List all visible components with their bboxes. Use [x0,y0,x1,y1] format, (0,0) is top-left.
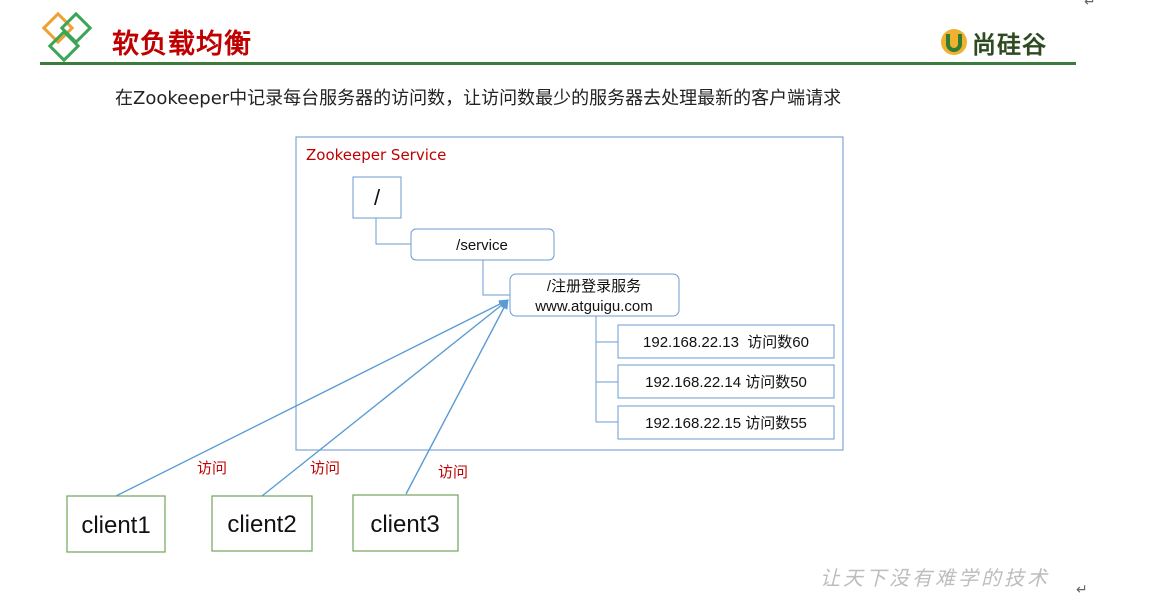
zookeeper-service-container [295,136,844,451]
register-node-line1: /注册登录服务 [547,278,641,295]
client-node [211,495,313,552]
service-node [410,228,555,261]
brand-logo: 尚硅谷 [940,24,1047,60]
brand-name: 尚硅谷 [972,30,1047,59]
client-node [352,494,459,552]
root-node [352,176,402,219]
logo-icon [41,12,93,63]
client-node-label: client2 [227,511,296,538]
server-node [617,324,835,359]
server-node-label: 192.168.22.13 访问数60 [643,334,809,351]
return-mark-top: ↵ [1084,0,1096,10]
client1-edge-label: 访问 [197,459,227,477]
watermark-text: 让天下没有难学的技术 [820,566,1050,590]
tree-connectors [375,218,618,423]
server-node [617,364,835,399]
brand-u-icon [941,29,967,55]
server-node-label: 192.168.22.15 访问数55 [645,415,807,432]
client-arrows [115,299,509,497]
client1-arrow [115,299,509,497]
client3-edge-label: 访问 [438,463,468,481]
server-node-label: 192.168.22.14 访问数50 [645,374,807,391]
description-text: 在Zookeeper中记录每台服务器的访问数，让访问数最少的服务器去处理最新的客… [115,88,842,109]
root-node-label: / [374,185,381,210]
client-node-label: client3 [370,511,439,538]
client3-arrow [405,299,509,495]
zookeeper-service-label: Zookeeper Service [306,146,446,164]
server-node [617,405,835,440]
service-node-label: /service [456,237,508,254]
return-mark-bottom: ↵ [1076,582,1088,598]
client-node-label: client1 [81,512,150,539]
register-service-node [509,273,680,317]
client-node [66,495,166,553]
register-node-line2: www.atguigu.com [534,298,653,315]
title-divider [40,62,1076,65]
client2-edge-label: 访问 [310,459,340,477]
page-title: 软负载均衡 [112,29,252,60]
client2-arrow [261,299,509,497]
